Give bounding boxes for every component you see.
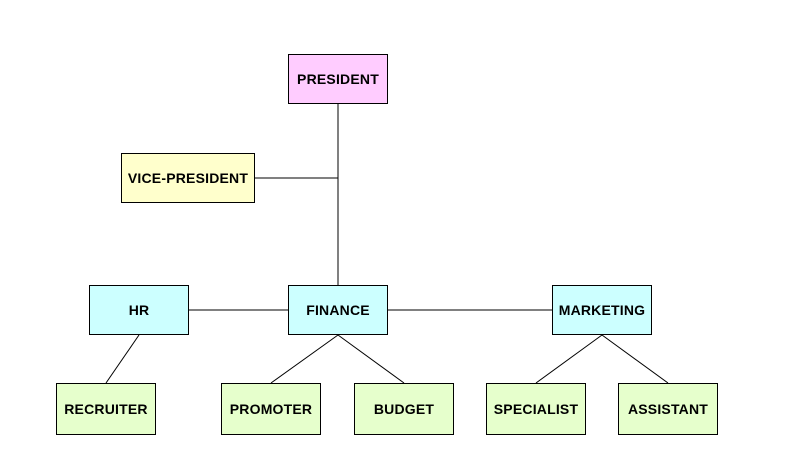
node-recruiter-label: RECRUITER [64,401,148,417]
node-marketing-label: MARKETING [558,302,646,318]
edge-marketing-assistant [601,334,669,384]
node-budget: BUDGET [354,383,454,435]
node-recruiter: RECRUITER [56,383,156,435]
node-vice-president: VICE-PRESIDENT [121,153,255,203]
node-promoter-label: PROMOTER [229,401,313,417]
node-hr-label: HR [128,302,150,318]
edge-hr-recruiter [105,334,140,384]
node-president-label: PRESIDENT [297,71,379,87]
node-promoter: PROMOTER [221,383,321,435]
node-hr: HR [89,285,189,335]
node-specialist-label: SPECIALIST [493,401,579,417]
node-marketing: MARKETING [552,285,652,335]
node-specialist: SPECIALIST [486,383,586,435]
node-president: PRESIDENT [288,54,388,104]
node-assistant: ASSISTANT [618,383,718,435]
node-vice-president-label: VICE-PRESIDENT [127,170,249,186]
edge-marketing-specialist [535,334,603,384]
edge-finance-promoter [270,334,339,384]
node-budget-label: BUDGET [373,401,435,417]
node-finance: FINANCE [288,285,388,335]
node-assistant-label: ASSISTANT [627,401,709,417]
node-finance-label: FINANCE [306,302,370,318]
edge-finance-budget [337,334,405,384]
